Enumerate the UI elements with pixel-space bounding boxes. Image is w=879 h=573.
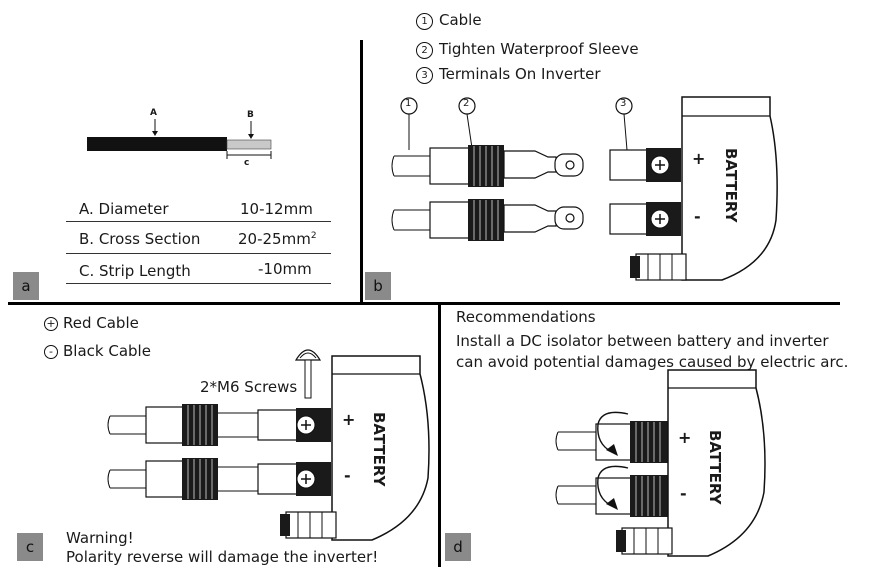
minus-sign-d: -	[680, 484, 687, 503]
minus-sign-b: -	[694, 207, 701, 226]
vertical-divider-bottom	[438, 305, 441, 567]
inverter-body-c	[331, 355, 430, 541]
spec-row-cross-section-value: 20-25mm2	[238, 230, 317, 248]
inverter-body-d	[667, 369, 766, 557]
spec-row-diameter-label: A. Diameter	[79, 200, 169, 218]
battery-label-b: BATTERY	[722, 148, 740, 223]
recommendation-line-2: can avoid potential damages caused by el…	[456, 353, 849, 371]
callout-1: 1	[405, 98, 412, 109]
inverter-body-b	[681, 96, 778, 281]
lower-cable-c	[107, 458, 331, 500]
table-rule-2	[66, 253, 331, 254]
plus-circle-icon: +	[44, 317, 58, 331]
upper-cable-d	[555, 411, 668, 463]
spec-row-cross-section-label: B. Cross Section	[79, 230, 201, 248]
warning-title: Warning!	[66, 529, 134, 547]
upper-cable-c	[107, 404, 331, 446]
legend-black-cable: -Black Cable	[44, 342, 151, 360]
circled-number-3-icon: 3	[416, 67, 433, 84]
plus-sign-d: +	[678, 428, 692, 447]
minus-circle-icon: -	[44, 345, 58, 359]
spec-row-diameter-value: 10-12mm	[240, 200, 313, 218]
recommendations-title: Recommendations	[456, 308, 596, 326]
lower-cable-assembly	[391, 199, 584, 241]
warning-text: Polarity reverse will damage the inverte…	[66, 548, 379, 566]
rotate-arrow-icon	[597, 411, 629, 453]
plus-sign-c: +	[342, 410, 356, 429]
horizontal-divider	[8, 302, 840, 305]
cable-insulation	[87, 137, 227, 151]
strip-label-a: A	[150, 108, 157, 118]
screw-icon	[294, 349, 322, 399]
cable-stripped-conductor	[226, 139, 272, 150]
strip-label-c: c	[244, 158, 250, 168]
callout-2: 2	[463, 98, 470, 109]
table-rule-1	[66, 221, 331, 222]
callout-3: 3	[620, 98, 627, 109]
table-rule-3	[66, 283, 331, 284]
screw-label: 2*M6 Screws	[200, 378, 298, 396]
spec-row-strip-length-value: -10mm	[258, 260, 312, 278]
plus-sign-b: +	[692, 149, 706, 168]
strip-label-b: B	[247, 110, 254, 120]
superscript-2: 2	[310, 231, 317, 241]
legend-red-cable: +Red Cable	[44, 314, 139, 332]
battery-label-c: BATTERY	[370, 412, 388, 487]
panel-tag-c: c	[17, 533, 43, 561]
panel-tag-a: a	[13, 272, 39, 300]
spec-row-strip-length-label: C. Strip Length	[79, 262, 191, 280]
battery-label-d: BATTERY	[706, 430, 724, 505]
circled-number-2-icon: 2	[416, 42, 433, 59]
upper-cable-assembly	[391, 145, 584, 187]
circled-number-1-icon: 1	[416, 13, 433, 30]
panel-tag-b: b	[365, 272, 391, 300]
recommendation-line-1: Install a DC isolator between battery an…	[456, 332, 829, 350]
panel-tag-d: d	[445, 533, 471, 561]
lower-cable-d	[555, 465, 668, 517]
rotate-arrow-icon	[597, 465, 629, 507]
minus-sign-c: -	[344, 466, 351, 485]
vertical-divider-top	[360, 40, 363, 302]
